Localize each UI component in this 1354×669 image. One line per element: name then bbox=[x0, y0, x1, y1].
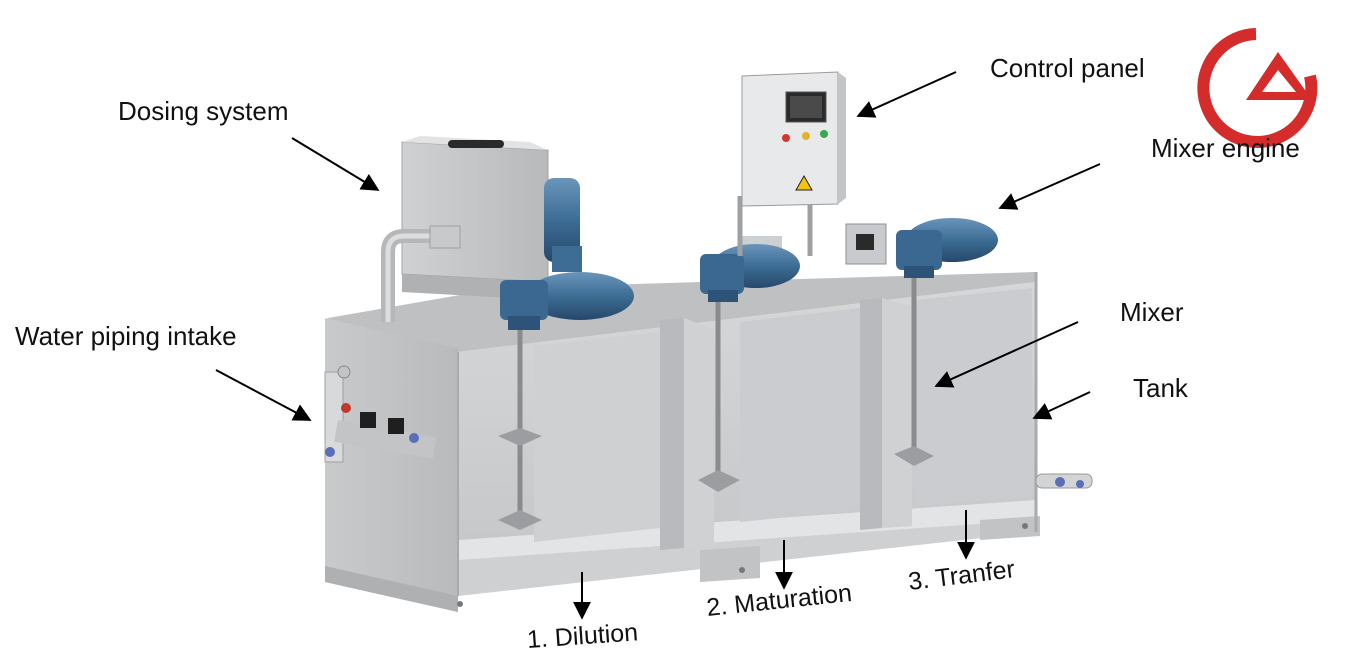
impeller-blades bbox=[498, 428, 934, 530]
mixer-engine-2 bbox=[700, 236, 800, 488]
water-intake-piping bbox=[324, 365, 437, 463]
label-control-panel: Control panel bbox=[990, 53, 1145, 83]
dosing-system bbox=[381, 136, 549, 322]
arrow-water-intake bbox=[215, 369, 312, 421]
label-mixer: Mixer bbox=[1120, 297, 1184, 327]
control-panel bbox=[737, 71, 846, 256]
mixer-engine-1 bbox=[500, 178, 634, 512]
label-mixer-engine: Mixer engine bbox=[1151, 133, 1300, 163]
logo-icon bbox=[1197, 28, 1318, 148]
outlet-piping bbox=[1035, 473, 1093, 489]
arrow-mixer-engine bbox=[998, 163, 1101, 210]
arrow-control-panel bbox=[856, 71, 957, 118]
mixer-engine-3 bbox=[845, 218, 998, 462]
tank bbox=[325, 272, 1040, 612]
label-dosing-system: Dosing system bbox=[118, 96, 289, 126]
label-tank: Tank bbox=[1133, 373, 1188, 403]
arrow-tank bbox=[1032, 391, 1091, 420]
arrow-dosing-system bbox=[291, 137, 380, 191]
leader-arrows bbox=[215, 71, 1101, 620]
label-water-piping-intake: Water piping intake bbox=[15, 321, 237, 351]
arrow-mixer bbox=[934, 321, 1079, 388]
warning-icon bbox=[795, 174, 813, 191]
